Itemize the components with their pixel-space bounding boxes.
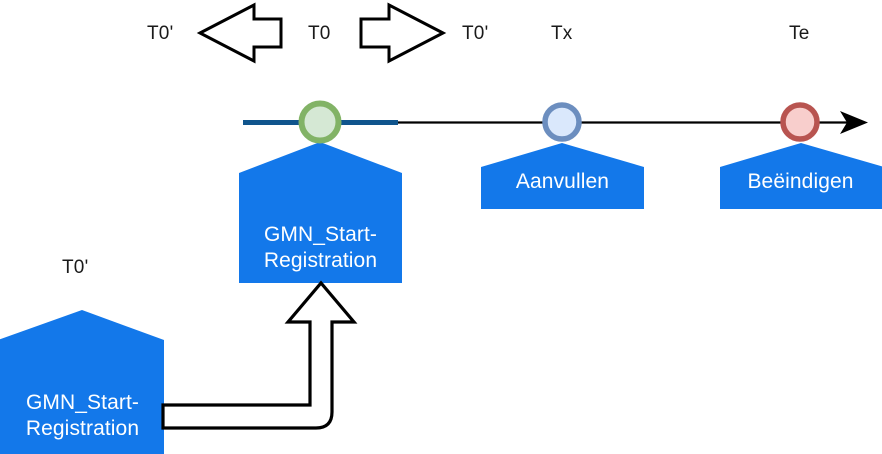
timeline-node-t0[interactable] [298, 100, 342, 144]
label-t0-prime-bottom: T0' [62, 257, 89, 278]
event-shape-gmn-start-registration-t0[interactable] [239, 142, 402, 283]
event-label-aanvullen: Aanvullen [515, 170, 610, 193]
event-label-gmn-start-registration-t0: GMN_Start- Registration [263, 223, 378, 272]
timeline-node-tx[interactable] [542, 102, 582, 142]
event-shape-gmn-start-registration-t0-prime[interactable] [0, 310, 164, 454]
event-label-gmn-start-registration-t0-prime: GMN_Start- Registration [25, 391, 140, 440]
event-shape-beeindigen[interactable] [720, 143, 882, 209]
block-arrow-right-icon [359, 2, 447, 64]
timeline-axis-arrowhead-icon [840, 111, 868, 134]
label-tx: Tx [551, 23, 573, 44]
event-label-beeindigen: Beëindigen [747, 170, 854, 193]
label-te: Te [789, 23, 810, 44]
label-t0-center: T0 [308, 23, 331, 44]
label-t0-prime-left: T0' [147, 23, 174, 44]
block-arrow-connector-up-icon [161, 280, 358, 430]
block-arrow-left-icon [196, 2, 283, 64]
event-shape-aanvullen[interactable] [481, 143, 644, 209]
label-t0-prime-right: T0' [462, 23, 489, 44]
timeline-node-te[interactable] [780, 102, 820, 142]
